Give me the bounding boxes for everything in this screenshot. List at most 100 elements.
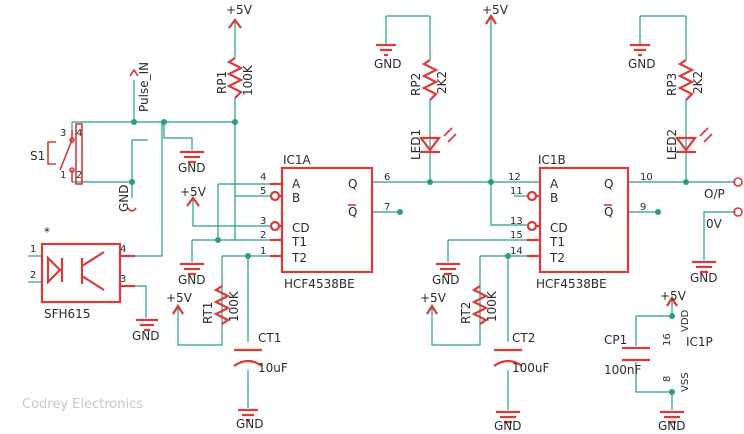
cp1-label: CP1 — [604, 333, 627, 347]
led1-label: LED1 — [409, 129, 423, 160]
pin-16: 16 — [662, 333, 673, 346]
ic1b-pnum-9: 9 — [640, 202, 646, 213]
gnd-label-top: GND — [178, 161, 206, 175]
vcc-label-ic1a: +5V — [180, 185, 207, 199]
ic1b-pin-t2: T2 — [549, 251, 565, 265]
optocoupler-sfh615 — [40, 242, 135, 304]
gnd-label-cp1: GND — [658, 419, 686, 433]
ic1b-pnum-10: 10 — [640, 172, 653, 183]
output-label: O/P — [704, 187, 725, 201]
ic1a-pnum-6: 6 — [384, 172, 390, 183]
watermark: Codrey Electronics — [22, 397, 143, 412]
gnd-label-s1: GND — [117, 184, 131, 212]
capacitors — [233, 346, 650, 367]
junctions — [129, 119, 689, 395]
ic1a-pnum-5: 5 — [260, 186, 266, 197]
ic1a-block — [269, 166, 374, 274]
ic1a-pin-b: B — [292, 191, 300, 205]
ic1a-pin-t1: T1 — [291, 235, 307, 249]
opto-pnum-1: 1 — [30, 244, 36, 255]
rt1-label: RT1 — [201, 302, 215, 324]
rt2-label: RT2 — [459, 302, 473, 324]
ic1b-pin-t1: T1 — [549, 235, 565, 249]
rt1-value: 100K — [227, 290, 241, 322]
ic1p-label: IC1P — [686, 335, 713, 349]
ic1b-pin-a: A — [550, 177, 559, 191]
cp1-value: 100nF — [604, 363, 642, 377]
leds — [418, 127, 713, 154]
ic1b-pnum-14: 14 — [510, 246, 523, 257]
ic1b-part: HCF4538BE — [536, 277, 607, 291]
vcc-label-cp1: +5V — [660, 289, 687, 303]
opto-label: SFH615 — [44, 307, 90, 321]
ic1b-pnum-11: 11 — [510, 186, 523, 197]
ic1a-part: HCF4538BE — [284, 277, 355, 291]
gnd-label-rp3: GND — [628, 57, 656, 71]
vss-label: VSS — [680, 372, 691, 392]
rp3-label: RP3 — [665, 73, 679, 96]
switch-s1 — [47, 123, 83, 185]
ic1a-pnum-2: 2 — [260, 230, 266, 241]
vcc-label-rt2: +5V — [420, 291, 447, 305]
ic1a-pin-t2: T2 — [291, 251, 307, 265]
ic1b-pin-b: B — [550, 191, 558, 205]
gnd-label-ic1b: GND — [432, 273, 460, 287]
rp1-value: 100K — [241, 64, 255, 96]
switch-pnum-1: 1 — [60, 170, 66, 181]
vcc-label-rt1: +5V — [166, 291, 193, 305]
led2-label: LED2 — [665, 129, 679, 160]
rp2-value: 2K2 — [435, 71, 449, 94]
gnd-label-opto: GND — [132, 329, 160, 343]
opto-pnum-4: 4 — [120, 244, 126, 255]
ic1a-pin-qn: Q — [348, 205, 357, 219]
ic1b-pin-q: Q — [604, 177, 613, 191]
ct2-label: CT2 — [512, 331, 535, 345]
gnd-label-ct1: GND — [236, 417, 264, 431]
ic1b-label: IC1B — [538, 153, 566, 167]
vcc-label-center: +5V — [482, 3, 509, 17]
pin-8: 8 — [662, 376, 673, 382]
ic1a-pnum-7: 7 — [384, 202, 390, 213]
ic1a-pnum-1: 1 — [260, 246, 266, 257]
resistors — [213, 57, 695, 325]
opto-pnum-2: 2 — [30, 270, 36, 281]
ic1b-pin-qn: Q — [604, 205, 613, 219]
vdd-label: VDD — [680, 309, 691, 332]
rp2-label: RP2 — [409, 73, 423, 96]
ic1a-pin-q: Q — [348, 177, 357, 191]
ic1b-pin-cd: CD — [550, 221, 568, 235]
pulse-in-label: Pulse_IN — [137, 62, 151, 112]
ic1a-pin-a: A — [292, 177, 301, 191]
ct1-value: 10uF — [258, 361, 288, 375]
zero-volt-label: 0V — [706, 217, 723, 231]
ic1a-pin-cd: CD — [292, 221, 310, 235]
ct2-value: 100uF — [512, 361, 550, 375]
gnd-label-rp2: GND — [374, 57, 402, 71]
gnd-label-ct2: GND — [494, 419, 522, 433]
vcc-arrows — [172, 13, 678, 315]
opto-star: * — [44, 225, 50, 239]
ic1b-pnum-12: 12 — [508, 172, 521, 183]
ct1-label: CT1 — [258, 331, 281, 345]
switch-pnum-4: 4 — [76, 128, 82, 139]
rp3-value: 2K2 — [691, 71, 705, 94]
gnd-label-t1: GND — [178, 273, 206, 287]
ic1a-pnum-3: 3 — [260, 216, 266, 227]
switch-pnum-2: 2 — [76, 170, 82, 181]
ground-symbols — [136, 43, 716, 424]
rp1-label: RP1 — [215, 71, 229, 94]
output-connectors — [127, 68, 743, 217]
ic1b-pnum-15: 15 — [510, 230, 523, 241]
rt2-value: 100K — [485, 290, 499, 322]
switch-pnum-3: 3 — [60, 128, 66, 139]
ic1b-block — [526, 166, 630, 274]
ic1a-label: IC1A — [283, 153, 312, 167]
gnd-label-0v: GND — [690, 271, 718, 285]
switch-label: S1 — [30, 149, 45, 163]
ic1b-pnum-13: 13 — [510, 216, 523, 227]
ic1a-pnum-4: 4 — [260, 172, 266, 183]
vcc-label-rp1: +5V — [226, 3, 253, 17]
wires — [28, 15, 736, 410]
